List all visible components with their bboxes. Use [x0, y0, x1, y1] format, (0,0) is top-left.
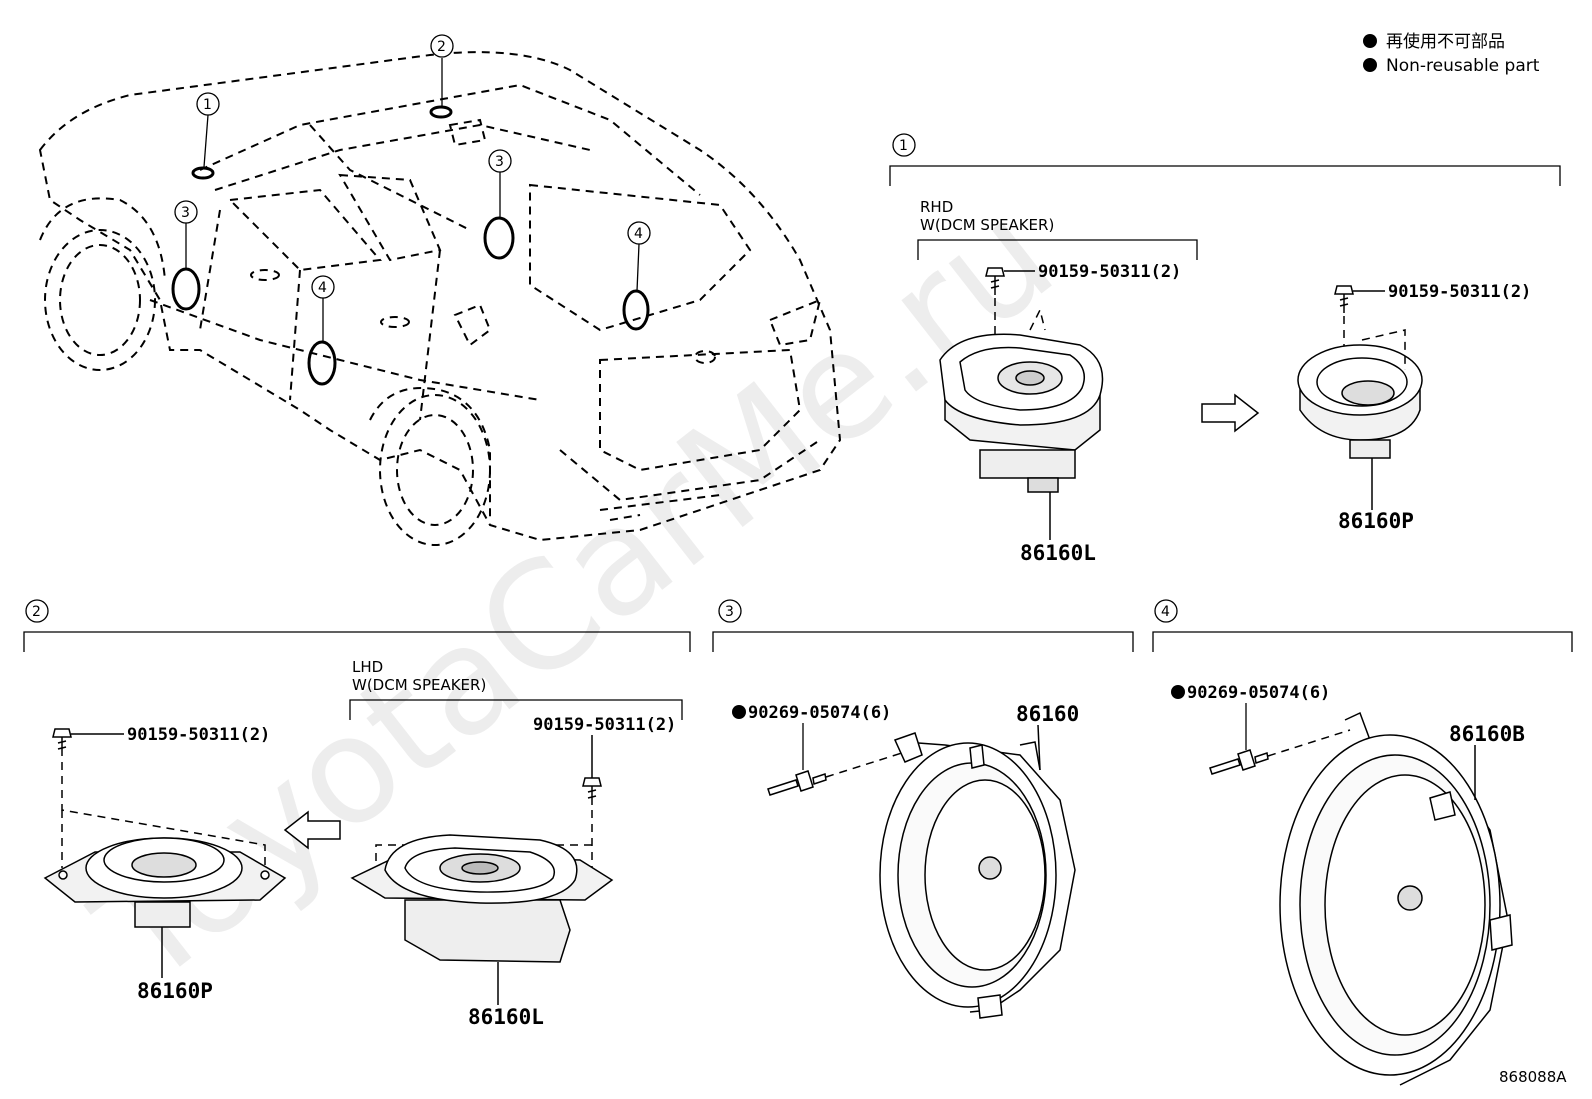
- vehicle-speakers: [171, 105, 650, 386]
- s1-screw-a-part-number: 90159-50311(2): [1038, 262, 1181, 282]
- speaker-86160l-drawing: [350, 834, 614, 1005]
- bullet-icon: [1363, 58, 1377, 72]
- callout-4: 4: [634, 226, 643, 242]
- s1-variant-line2: W(DCM SPEAKER): [920, 216, 1054, 234]
- section-2: 2 LHD W(DCM SPEAKER) 90159-50311(2) 8616…: [23, 599, 691, 1029]
- s1-variant-line1: RHD: [920, 198, 953, 216]
- callout-4: 4: [318, 280, 327, 296]
- clip-icon: [767, 751, 906, 796]
- s4-clip-part-number: 90269-05074(6): [1187, 683, 1330, 703]
- center-speaker-marker: [429, 105, 453, 119]
- s3-part: 86160: [1016, 702, 1079, 726]
- speaker-86160p-drawing: [43, 837, 287, 978]
- section-4: 4 90269-05074(6) 86160B: [1152, 599, 1573, 1086]
- s2-part-b: 86160L: [468, 1005, 544, 1029]
- non-reusable-bullet-icon: [1171, 685, 1185, 699]
- s2-variant-line2: W(DCM SPEAKER): [352, 676, 486, 694]
- drawing-id: 868088A: [1499, 1068, 1567, 1086]
- section-2-number: 2: [32, 604, 41, 620]
- screw-icon: [52, 728, 266, 870]
- s2-variant-line1: LHD: [352, 658, 383, 676]
- pillar-speaker-marker: [483, 216, 515, 260]
- callout-3: 3: [181, 205, 190, 221]
- s2-screw-a-part-number: 90159-50311(2): [127, 725, 270, 745]
- clip-icon: [1209, 729, 1351, 775]
- speaker-86160-drawing: [879, 724, 1076, 1019]
- section-1-number: 1: [899, 138, 908, 154]
- callout-3: 3: [495, 154, 504, 170]
- s1-part-a: 86160L: [1020, 541, 1096, 565]
- s1-part-b: 86160P: [1338, 509, 1414, 533]
- legend: 再使用不可部品 Non-reusable part: [1363, 31, 1540, 76]
- non-reusable-bullet-icon: [732, 705, 746, 719]
- speaker-86160p-drawing: [1297, 329, 1423, 510]
- legend-jp: 再使用不可部品: [1386, 31, 1505, 52]
- callout-2: 2: [437, 39, 446, 55]
- section-3: 3 90269-05074(6) 86160: [712, 599, 1134, 1019]
- s2-screw-b-part-number: 90159-50311(2): [533, 715, 676, 735]
- bullet-icon: [1363, 34, 1377, 48]
- s1-screw-b-part-number: 90159-50311(2): [1388, 282, 1531, 302]
- rear-door-speaker-marker: [307, 340, 337, 386]
- section-3-number: 3: [725, 604, 734, 620]
- s4-part: 86160B: [1449, 722, 1525, 746]
- callout-1: 1: [203, 97, 212, 113]
- legend-en: Non-reusable part: [1386, 56, 1540, 76]
- vehicle-outline: [38, 51, 842, 546]
- back-door-speaker-marker: [622, 289, 650, 331]
- section-1: 1 RHD W(DCM SPEAKER) 90159-50311(2) 8616…: [889, 133, 1561, 565]
- vehicle-callouts: [174, 34, 651, 342]
- speaker-86160l-drawing: [939, 307, 1104, 540]
- arrow-left-icon: [283, 810, 341, 850]
- arrow-right-icon: [1201, 393, 1260, 433]
- speaker-86160b-drawing: [1279, 711, 1513, 1086]
- section-4-number: 4: [1161, 604, 1170, 620]
- vehicle-callout-numbers: 1 2 3 3 4 4: [181, 39, 643, 296]
- s2-part-a: 86160P: [137, 979, 213, 1003]
- dash-speaker-marker: [191, 166, 215, 180]
- front-door-speaker-marker: [171, 267, 201, 311]
- s3-clip-part-number: 90269-05074(6): [748, 703, 891, 723]
